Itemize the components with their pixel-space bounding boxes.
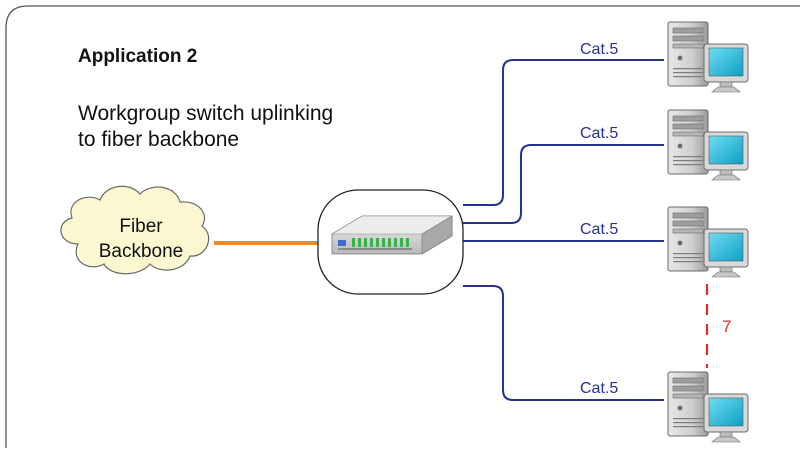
desktop-computer-icon-1 [667,21,749,93]
cable-pc1 [463,59,664,206]
cable-label-pc2: Cat.5 [580,125,618,142]
subtitle-line-1: Workgroup switch uplinking [78,102,333,125]
cloud-icon [60,185,210,275]
desktop-computer-icon-2 [667,109,749,181]
cable-label-pc4: Cat.5 [580,380,618,397]
desktop-computer-icon-4 [667,371,749,443]
cable-pc2 [463,144,664,224]
cloud-label-line-2: Backbone [99,241,184,262]
cable-label-pc3: Cat.5 [580,221,618,238]
frame-border [5,5,800,448]
cable-pc4 [463,285,664,401]
desktop-computer-icon-3 [667,206,749,278]
gap-count-label: 7 [722,317,731,336]
cloud-label-line-1: Fiber [119,216,163,237]
subtitle-line-2: to fiber backbone [78,128,239,151]
page-title: Application 2 [78,46,197,67]
cat5-cables [463,59,664,401]
network-switch-icon [330,215,454,255]
cable-label-pc1: Cat.5 [580,41,618,58]
